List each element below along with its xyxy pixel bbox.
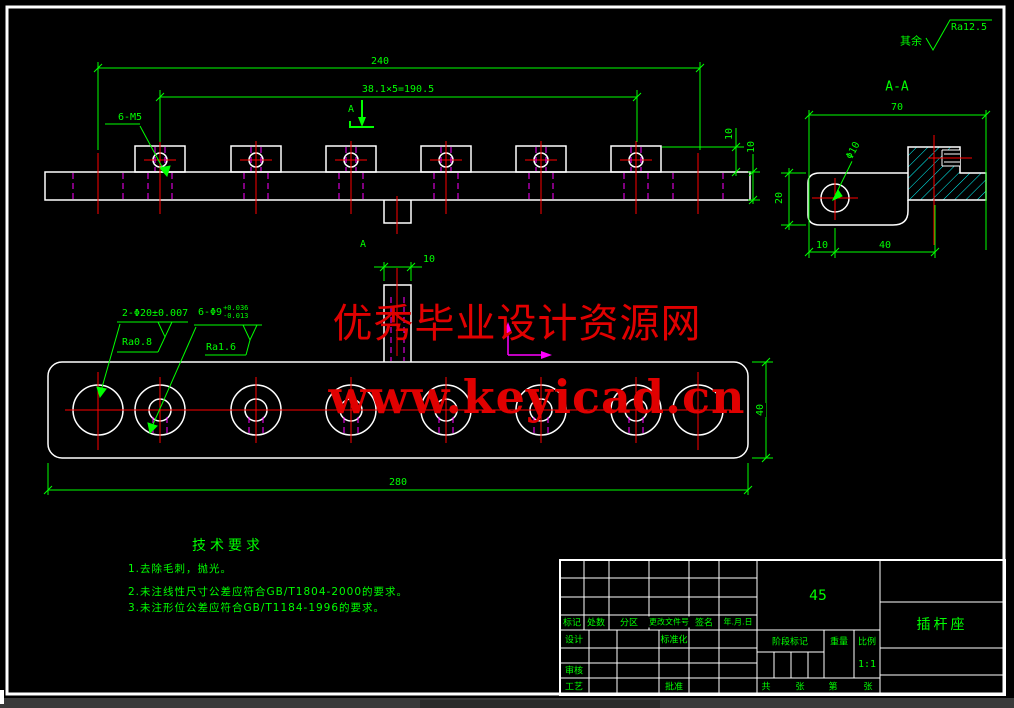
- dim-tab-width: 10: [421, 254, 437, 265]
- tb-sheet-no-suffix: 张: [862, 679, 874, 693]
- dim-10-section: 10: [814, 240, 830, 251]
- section-letter-top: A: [346, 104, 356, 115]
- dim-tab-height: 10: [724, 126, 735, 142]
- taskbar-shadow: [420, 700, 660, 708]
- general-note-roughness: Ra12.5: [949, 22, 989, 33]
- tb-sheet-no-prefix: 第: [827, 679, 839, 693]
- tb-design: 设计: [563, 632, 585, 646]
- dim-70: 70: [889, 102, 905, 113]
- front-view: [44, 62, 806, 234]
- tb-header-date: 年.月.日: [722, 616, 754, 628]
- tb-header-docno: 更改文件号: [648, 616, 690, 628]
- screw-holes-label-group: 6-Φ9 +0.036 -0.013: [197, 304, 249, 320]
- screw-holes-ra: Ra1.6: [204, 342, 238, 353]
- tech-req-item-2: 2.未注线性尺寸公差应符合GB/T1804-2000的要求。: [128, 586, 409, 598]
- dim-section-height: 20: [774, 190, 785, 206]
- tb-header-sign: 签名: [693, 615, 715, 629]
- tb-scale-label: 比例: [856, 634, 878, 648]
- watermark-line2: www.keyicad.cn: [328, 370, 746, 424]
- front-holes-label: 6-M5: [116, 112, 144, 123]
- tb-approve: 批准: [663, 679, 685, 693]
- section-title: A-A: [884, 79, 910, 95]
- tb-part-name: 插杆座: [915, 614, 969, 634]
- pin-holes-ra: Ra0.8: [120, 337, 154, 348]
- title-block-grid: [559, 559, 1006, 696]
- tb-header-zone: 分区: [618, 615, 640, 629]
- screw-holes-tolerance: +0.036 -0.013: [223, 304, 249, 320]
- screw-holes-label: 6-Φ9: [198, 306, 223, 318]
- dim-240: 240: [369, 56, 391, 67]
- dim-280: 280: [387, 477, 409, 488]
- tb-header-mark: 标记: [561, 615, 583, 629]
- tech-req-item-1: 1.去除毛刺，抛光。: [128, 563, 233, 575]
- tb-stage-mark: 阶段标记: [770, 634, 810, 648]
- tb-weight: 重量: [828, 634, 850, 648]
- watermark-line1: 优秀毕业设计资源网: [332, 301, 702, 347]
- pin-holes-label: 2-Φ20±0.007: [120, 308, 190, 319]
- tb-review: 审核: [563, 663, 585, 677]
- tb-header-count: 处数: [585, 615, 607, 629]
- general-note-prefix: 其余: [899, 34, 923, 48]
- dim-pitch: 38.1×5=190.5: [360, 84, 436, 95]
- tb-standardization: 标准化: [659, 632, 689, 646]
- tech-req-title: 技术要求: [191, 538, 265, 554]
- dim-plate-thickness: 10: [746, 139, 757, 155]
- tb-sheet-total-suffix: 张: [794, 679, 806, 693]
- ucs-icon: [504, 322, 552, 359]
- tech-req-item-3: 3.未注形位公差应符合GB/T1184-1996的要求。: [128, 602, 386, 614]
- dim-40-section: 40: [877, 240, 893, 251]
- tb-material: 45: [808, 588, 828, 604]
- dim-40-plan: 40: [755, 402, 766, 418]
- tb-process: 工艺: [563, 679, 585, 693]
- tb-scale-value: 1:1: [856, 659, 878, 670]
- section-letter-bottom: A: [358, 239, 368, 250]
- tb-sheet-total-prefix: 共: [760, 679, 772, 693]
- border-corner-sliver: [0, 690, 4, 704]
- section-view: [804, 19, 992, 258]
- plan-view: [43, 262, 773, 495]
- sheet-border: [5, 5, 1006, 696]
